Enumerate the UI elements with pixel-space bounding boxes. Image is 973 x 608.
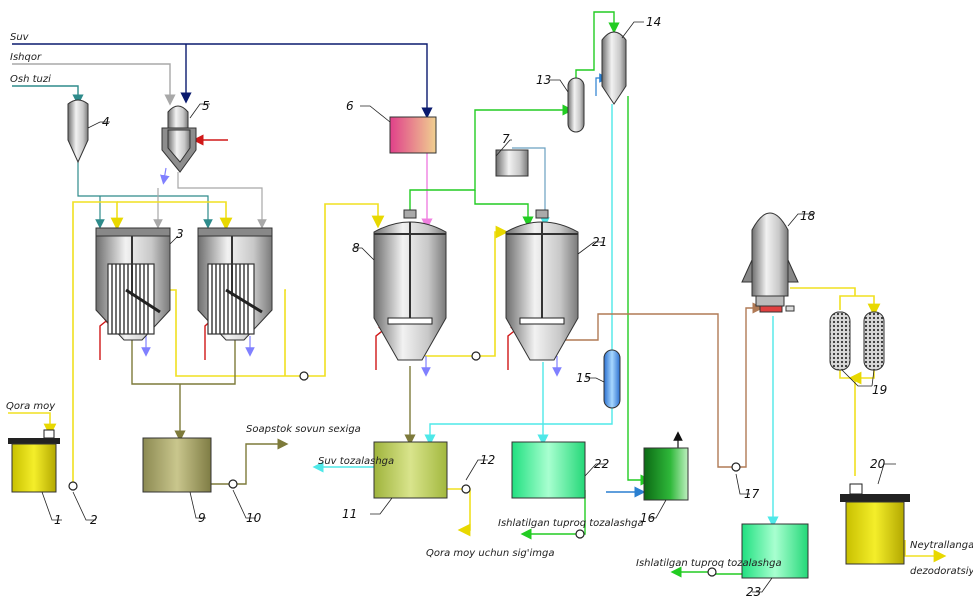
condenser-14 [601,31,627,105]
pump-17 [731,462,741,472]
equipment-number-22: 22 [594,457,609,471]
leader-lines [41,21,896,593]
vacuum-dryer-18 [741,212,799,313]
separator-11 [373,441,448,499]
equipment-number-13: 13 [536,73,551,87]
equipment-number-6: 6 [346,99,354,113]
equipment-number-3: 3 [176,227,184,241]
dosing-tank-7 [495,149,529,177]
filter-19b [863,311,885,371]
pump-22 [575,529,585,539]
stream-black-oil-label: Qora moy [6,401,56,412]
vapor-14-down [627,96,652,486]
output-water-treatment-label: Suv tozalashga [318,456,394,467]
pump-2 [68,481,78,491]
neutral-oil-out [904,540,947,563]
dosing-tank-6 [389,116,437,154]
trap-15 [603,349,621,409]
water-to-14 [595,73,609,96]
equipment-number-15: 15 [576,371,591,385]
soil-line-22 [520,490,586,540]
oil-feed-branch [117,201,233,231]
pump-8-21 [471,351,481,361]
salt-line [12,85,84,106]
equipment-number-14: 14 [646,15,661,29]
equipment-number-1: 1 [54,513,62,527]
separator-13 [567,77,585,133]
cyan-15-to-11 [424,408,613,446]
equipment-number-5: 5 [202,99,210,113]
tank-16 [643,447,689,501]
stream-water-label: Suv [10,32,30,43]
output-neutral-oil-label: Neytrallangan moy [910,540,973,551]
equipment-number-23: 23 [746,585,761,599]
oil-to-8 [170,203,378,377]
soap-shop-line [211,438,289,485]
black-oil-inlet [8,412,57,437]
equipment-number-20: 20 [870,457,886,471]
alkali-dispenser-5 [161,105,197,173]
pump-main [299,371,309,381]
feed-7-to-21 [512,147,550,227]
equipment-number-12: 12 [480,453,495,467]
brown-21-to-18 [560,308,758,468]
filter-19a [829,311,851,371]
equipment-number-21: 21 [592,235,607,249]
output-deodorize-label: dezodoratsiyaga [910,566,973,577]
purple-out-5 [160,167,170,185]
stream-alkali-label: Ishqor [10,52,42,63]
equipment-number-9: 9 [198,511,206,525]
reactor-21 [505,209,579,361]
equipment-number-11: 11 [342,507,357,521]
salt-to-vessels [77,162,213,229]
oil-8-to-21 [425,225,509,357]
output-black-oil-tank-label: Qora moy uchun sig'imga [426,548,554,559]
pump-23 [707,567,717,577]
reactor-3b [197,227,273,341]
salt-tank-4 [67,99,89,164]
neutral-oil-tank-20 [840,483,910,565]
pipelines [8,11,947,578]
output-soap-shop-label: Soapstok sovun sexiga [246,424,361,435]
vapor-21-line [474,190,534,228]
output-soil-clean-2-label: Ishlatilgan tuproq tozalashga [636,558,782,569]
equipment-number-18: 18 [800,209,816,223]
equipment-number-7: 7 [502,132,510,146]
water-line [12,43,433,119]
tank-22 [511,441,586,499]
tank-23 [741,523,809,579]
pump-10 [228,479,238,489]
pump-12 [461,484,471,494]
output-soil-clean-1-label: Ishlatilgan tuproq tozalashga [498,518,644,529]
equipment-number-8: 8 [352,241,360,255]
oil-18-to-19 [790,287,874,310]
alkali-to-vessels [177,172,267,229]
black-oil-tank-1 [8,429,60,493]
neutralizer-8 [373,209,447,361]
stream-salt-label: Osh tuzi [10,74,51,85]
equipment-number-10: 10 [246,511,262,525]
equipment-number-2: 2 [90,513,98,527]
equipment-number-19: 19 [872,383,887,397]
oil-feed-line [72,201,124,484]
soapstock-line [131,340,236,436]
pumps [68,351,741,577]
collector-9 [142,437,212,493]
equipment-number-17: 17 [744,487,760,501]
equipment-number-16: 16 [640,511,656,525]
equipment-number-4: 4 [102,115,110,129]
reactor-3a [95,227,171,341]
alkali-line [12,63,176,106]
vapor-13-14 [575,11,620,86]
black-oil-storage-line [447,488,471,537]
